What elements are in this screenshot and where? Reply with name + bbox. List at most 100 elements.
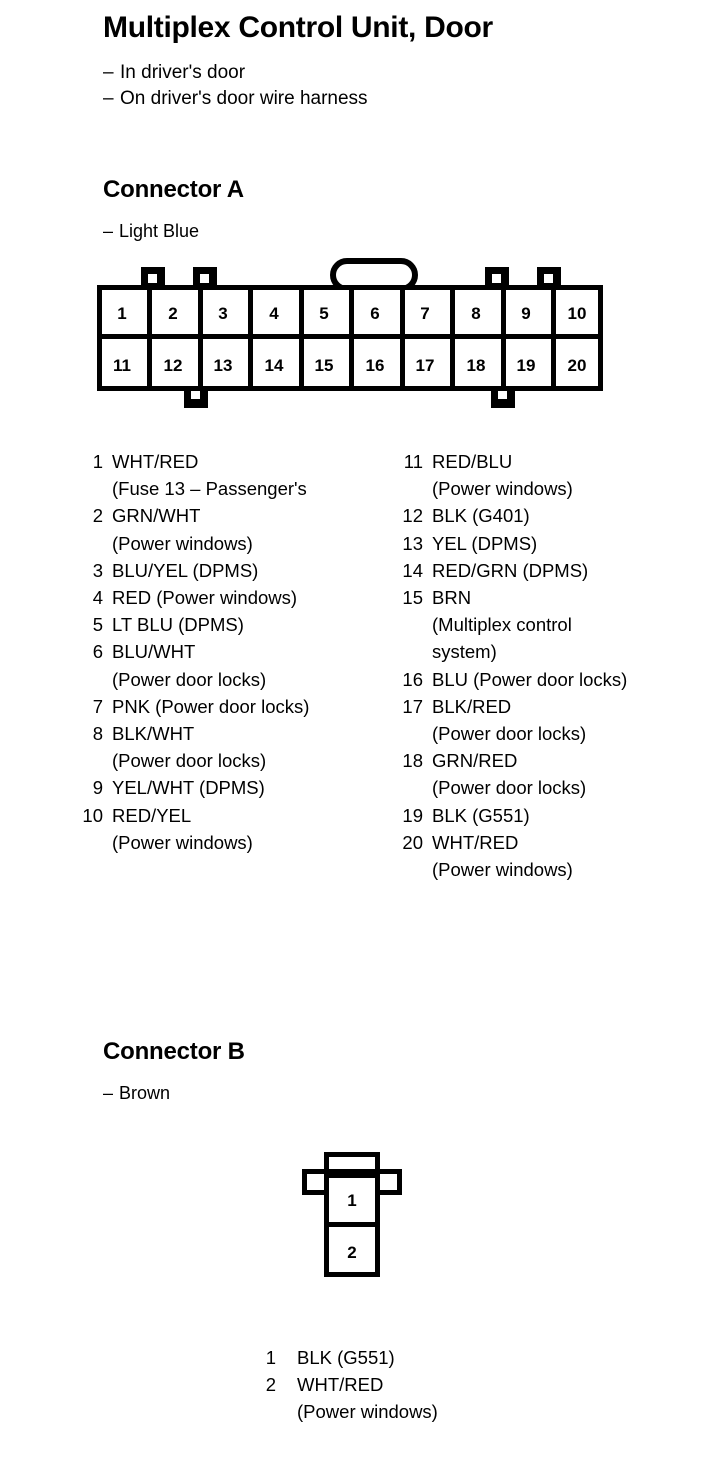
connector-a-pin-cell: 3 xyxy=(218,304,228,323)
pin-description: BLK/RED (Power door locks) xyxy=(432,695,587,745)
connector-a-pin-cell: 20 xyxy=(567,356,587,375)
connector-tab-top-4 xyxy=(537,267,561,290)
note-line: –In driver's door xyxy=(103,60,368,86)
tab-hole xyxy=(200,274,209,283)
connector-a-color-text: Light Blue xyxy=(119,221,200,241)
pin-entry: 1 BLK (G551) xyxy=(258,1344,558,1371)
connector-a-pin-cell: 13 xyxy=(213,356,233,375)
pin-description: BLK (G551) xyxy=(297,1347,395,1368)
connector-a-pin-cell: 9 xyxy=(521,304,531,323)
pin-description: RED/YEL (Power windows) xyxy=(112,804,253,853)
connector-b-pin-cell: 2 xyxy=(347,1243,357,1262)
pin-number: 1 xyxy=(92,451,103,472)
pin-description: BLU/WHT (Power door locks) xyxy=(112,641,267,690)
pin-number: 14 xyxy=(402,559,423,581)
connector-b-pin-list: 1 BLK (G551) 2 WHT/RED (Power windows) xyxy=(258,1344,558,1426)
connector-a-diagram: 1 2 3 4 5 6 7 8 9 10 11 12 13 14 15 16 1… xyxy=(97,258,607,410)
dash-glyph: – xyxy=(103,221,114,241)
pin-description: RED/GRN (DPMS) xyxy=(432,559,589,581)
pin-number: 18 xyxy=(402,750,423,772)
pin-entry: 18 GRN/RED (Power door locks) xyxy=(396,747,696,801)
pin-number: 4 xyxy=(92,587,103,609)
tab-hole xyxy=(492,274,501,283)
connector-tab-bottom-2 xyxy=(491,386,515,408)
pin-entry: 4 RED (Power windows) xyxy=(76,584,376,611)
connector-a-pin-cell: 6 xyxy=(370,304,380,323)
tab-hole xyxy=(148,274,157,283)
pin-number: 12 xyxy=(402,505,423,527)
connector-b-color-label: –Brown xyxy=(103,1083,170,1104)
pin-number: 16 xyxy=(402,668,423,690)
pin-number: 20 xyxy=(402,831,423,853)
pin-description: GRN/RED (Power door locks) xyxy=(432,750,587,799)
pin-entry: 14 RED/GRN (DPMS) xyxy=(396,557,696,584)
pin-description: YEL (DPMS) xyxy=(432,532,538,554)
pin-entry: 10 RED/YEL (Power windows) xyxy=(76,802,376,856)
connector-tab-bottom-1 xyxy=(184,386,208,408)
pin-number: 15 xyxy=(402,587,423,609)
connector-a-pin-cell: 10 xyxy=(567,304,587,323)
connector-b-latch-icon xyxy=(324,1152,380,1174)
note-text: In driver's door xyxy=(120,62,246,83)
pin-entry: 15 BRN (Multiplex control system) xyxy=(396,584,696,666)
dash-glyph: – xyxy=(103,1083,114,1103)
connector-a-pin-cell: 5 xyxy=(319,304,329,323)
pin-description: RED (Power windows) xyxy=(112,587,298,609)
connector-a-heading: Connector A xyxy=(103,176,244,203)
connector-a-col-divider xyxy=(349,285,354,391)
pin-number: 13 xyxy=(402,532,423,554)
connector-b-pin-cell: 1 xyxy=(347,1191,357,1210)
pin-entry: 2 WHT/RED (Power windows) xyxy=(258,1371,558,1425)
pin-description: WHT/RED (Power windows) xyxy=(297,1374,438,1423)
pin-number: 11 xyxy=(403,451,423,472)
pin-number: 5 xyxy=(92,614,103,636)
connector-a-pin-cell: 18 xyxy=(466,356,486,375)
pin-number: 3 xyxy=(92,559,103,581)
pin-description: YEL/WHT (DPMS) xyxy=(112,777,265,799)
connector-a-col-divider xyxy=(198,285,203,391)
connector-b-flange-fill xyxy=(329,1169,375,1174)
pin-number: 9 xyxy=(92,777,103,799)
pin-entry: 17 BLK/RED (Power door locks) xyxy=(396,693,696,747)
connector-a-col-divider xyxy=(400,285,405,391)
connector-a-pin-cell: 15 xyxy=(314,356,334,375)
connector-a-pin-cell: 11 xyxy=(113,356,131,375)
pin-description: BLK/WHT (Power door locks) xyxy=(112,723,267,772)
pin-number: 2 xyxy=(92,505,103,527)
pin-description: WHT/RED (Power windows) xyxy=(432,831,573,881)
pin-entry: 9 YEL/WHT (DPMS) xyxy=(76,774,376,801)
pin-description: BRN (Multiplex control system) xyxy=(432,587,572,663)
connector-tab-top-3 xyxy=(485,267,509,290)
connector-a-pin-cell: 2 xyxy=(168,304,178,323)
pin-number: 19 xyxy=(402,804,423,826)
connector-a-col-divider xyxy=(248,285,253,391)
pin-number: 17 xyxy=(402,695,423,717)
pin-number: 1 xyxy=(265,1347,276,1368)
pin-description: PNK (Power door locks) xyxy=(112,695,310,717)
connector-a-col-divider xyxy=(501,285,506,391)
pin-number: 10 xyxy=(82,804,103,826)
connector-b-color-text: Brown xyxy=(119,1083,171,1103)
connector-a-pin-cell: 7 xyxy=(420,304,430,323)
pin-number: 2 xyxy=(265,1374,276,1396)
note-line: –On driver's door wire harness xyxy=(103,86,368,112)
connector-a-col-divider xyxy=(551,285,556,391)
pin-number: 7 xyxy=(92,695,103,717)
page-title: Multiplex Control Unit, Door xyxy=(103,11,493,44)
pin-entry: 1 WHT/RED (Fuse 13 – Passenger's xyxy=(76,448,376,502)
connector-a-pin-cell: 19 xyxy=(516,356,536,375)
connector-a-color-label: –Light Blue xyxy=(103,221,199,242)
connector-a-pin-cell: 8 xyxy=(471,304,481,323)
pin-description: WHT/RED (Fuse 13 – Passenger's xyxy=(112,451,307,500)
connector-a-pin-cell: 16 xyxy=(365,356,385,375)
